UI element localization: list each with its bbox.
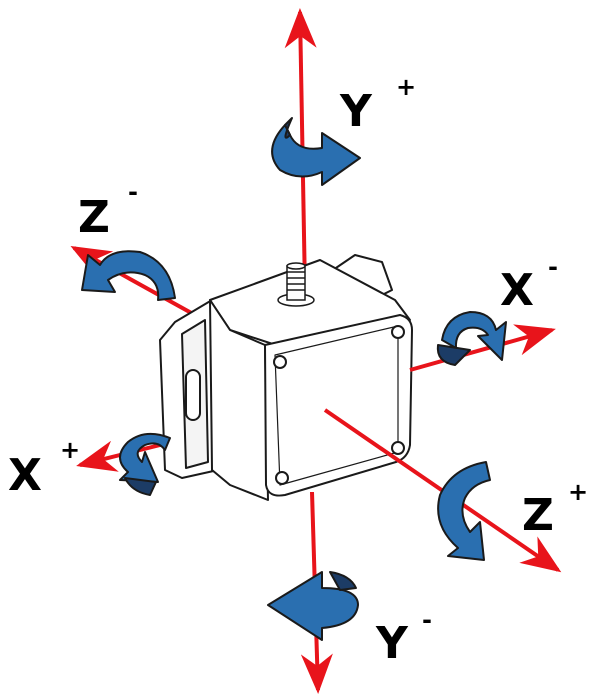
screw-top-right <box>391 325 405 339</box>
antenna-connector-icon <box>277 262 315 307</box>
label-z-minus-sign: - <box>128 178 138 206</box>
rotation-arrow-icon <box>271 117 361 186</box>
enclosure-side-face <box>209 299 269 501</box>
label-x-minus-sign: - <box>548 253 558 281</box>
label-z-plus-sign: + <box>568 478 588 506</box>
screw-top-left <box>273 355 287 369</box>
axis-labels: Y + Z - X - X + Z + Y - <box>8 73 588 669</box>
enclosure-front-face <box>264 314 413 497</box>
rotation-arrows <box>81 117 507 641</box>
sensor-enclosure-icon <box>159 254 413 501</box>
label-x-minus-letter: X <box>500 265 534 316</box>
bracket-slot <box>185 369 201 421</box>
label-x-plus-letter: X <box>8 450 42 501</box>
label-x-plus-sign: + <box>60 436 80 464</box>
rotation-arrow-icon <box>437 461 491 561</box>
label-y-minus-sign: - <box>422 606 432 634</box>
rotation-arrow-icon <box>267 571 359 641</box>
rotation-arrow-icon <box>436 311 507 366</box>
rotation-arrow-icon <box>81 250 176 301</box>
axis-x-minus-line <box>409 324 556 372</box>
label-y-minus-letter: Y <box>375 618 409 669</box>
rotation-arrow-icon <box>119 432 171 496</box>
label-z-minus-letter: Z <box>78 192 110 243</box>
screw-bottom-right <box>391 441 405 455</box>
label-z-plus-letter: Z <box>522 490 554 541</box>
screw-bottom-left <box>275 471 289 485</box>
label-y-plus-letter: Y <box>339 86 373 137</box>
label-y-plus-sign: + <box>396 73 416 101</box>
